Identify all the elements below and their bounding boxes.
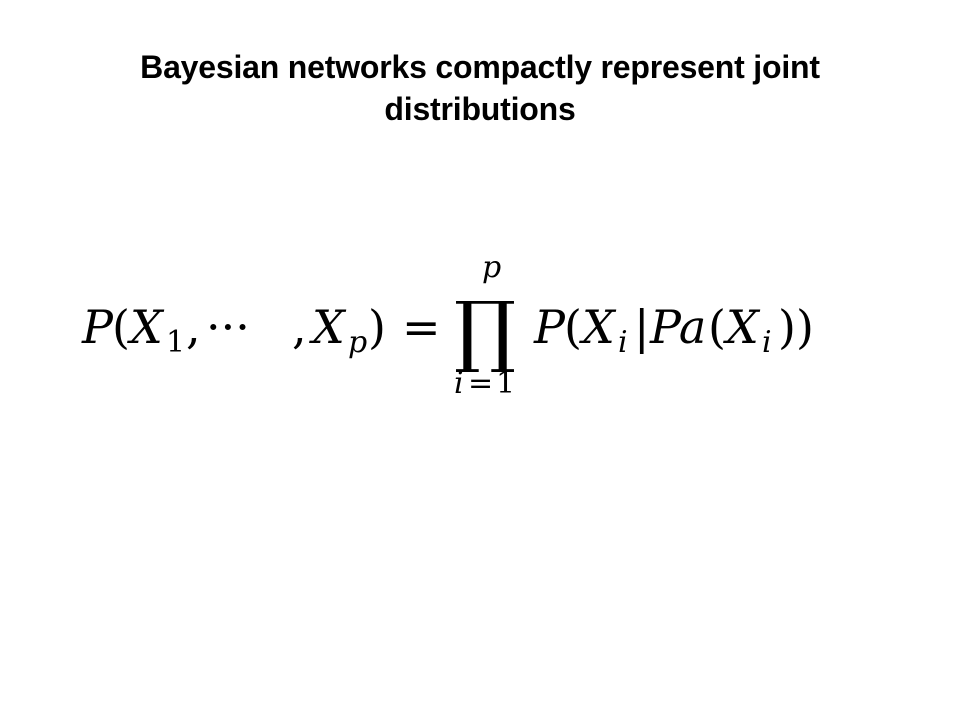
product-lower-eq: = bbox=[468, 366, 493, 401]
rhs-sub-2: i bbox=[762, 325, 772, 360]
lhs-func: P bbox=[81, 300, 114, 354]
rhs-open-paren: ( bbox=[564, 300, 582, 354]
rhs-var-2: X bbox=[723, 300, 761, 354]
rhs-var: X bbox=[579, 300, 617, 354]
rhs-open-paren-2: ( bbox=[708, 300, 726, 354]
lhs-close-paren: ) bbox=[368, 300, 386, 354]
product-upper-limit: p bbox=[482, 250, 501, 285]
equals-sign: = bbox=[402, 300, 441, 354]
lhs-var-2: X bbox=[309, 300, 347, 354]
product-icon: ∏ bbox=[454, 286, 516, 376]
rhs-func: P bbox=[533, 300, 566, 354]
slide-title-line-1: Bayesian networks compactly represent jo… bbox=[140, 49, 820, 85]
joint-distribution-formula: P ( X 1 , ··· , X p ) = p ∏ i = 1 P ( X … bbox=[81, 250, 862, 405]
lhs-open-paren: ( bbox=[112, 300, 130, 354]
formula-svg: P ( X 1 , ··· , X p ) = p ∏ i = 1 P ( X … bbox=[81, 250, 814, 401]
lhs-comma-2: , bbox=[292, 300, 307, 354]
slide-title: Bayesian networks compactly represent jo… bbox=[60, 46, 900, 130]
lhs-sub-1: 1 bbox=[166, 325, 185, 360]
lhs-comma-1: , bbox=[186, 300, 201, 354]
slide-title-line-2: distributions bbox=[384, 91, 576, 127]
product-lower-var: i bbox=[454, 366, 464, 401]
lhs-dots: ··· bbox=[206, 300, 250, 354]
rhs-pa: Pa bbox=[649, 300, 706, 354]
lhs-sub-2: p bbox=[348, 325, 367, 360]
rhs-sub: i bbox=[618, 325, 628, 360]
rhs-close-parens: )) bbox=[778, 300, 814, 354]
rhs-bar: | bbox=[634, 300, 650, 354]
lhs-var-1: X bbox=[127, 300, 165, 354]
product-lower-val: 1 bbox=[496, 366, 515, 401]
